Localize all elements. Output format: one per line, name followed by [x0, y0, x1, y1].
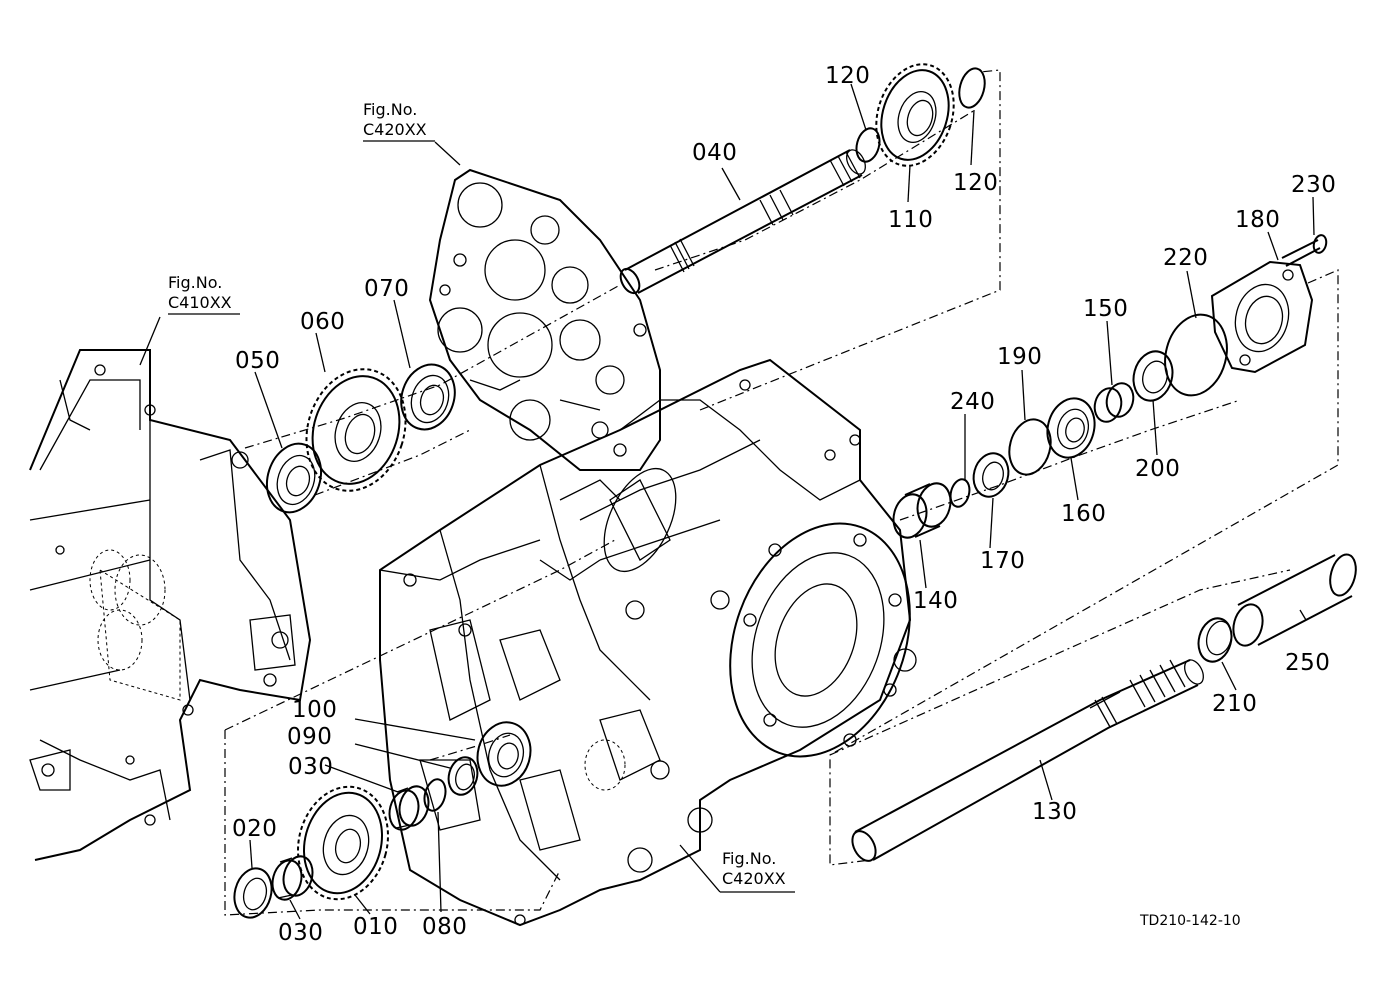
part-label-090: 090	[287, 724, 333, 750]
part-label-020: 020	[232, 816, 278, 842]
part-label-040: 040	[692, 140, 738, 166]
bearing-100	[476, 721, 532, 787]
part-label-190: 190	[997, 344, 1043, 370]
part-label-120-right: 120	[953, 170, 999, 196]
part-label-080: 080	[422, 914, 468, 940]
needle-bearing-140	[892, 482, 952, 539]
fig-ref-caption: Fig.No.	[363, 100, 418, 119]
part-label-210: 210	[1212, 691, 1258, 717]
leader-lines	[139, 83, 1315, 920]
drawing-code: TD210-142-10	[1140, 913, 1241, 929]
left-transmission-housing	[29, 349, 312, 861]
part-label-030-lower: 030	[278, 920, 324, 946]
gear-010	[297, 785, 389, 901]
main-transmission-case	[379, 358, 917, 927]
bolt-230	[1281, 234, 1328, 267]
part-label-100: 100	[292, 697, 338, 723]
middle-plate	[428, 168, 661, 471]
circlip-080	[423, 778, 447, 812]
seal-210	[1197, 617, 1233, 663]
fig-ref-code: C420XX	[722, 869, 786, 888]
part-label-240: 240	[950, 389, 996, 415]
gear-060	[305, 368, 407, 492]
part-label-070: 070	[364, 276, 410, 302]
fig-ref-code: C410XX	[168, 293, 232, 312]
washer-020	[233, 867, 273, 919]
fig-ref-c420xx-lower: Fig.No. C420XX	[722, 849, 786, 889]
upper-shaft-040	[619, 149, 866, 295]
fig-ref-caption: Fig.No.	[168, 273, 223, 292]
collar-150	[1093, 382, 1135, 423]
gear-110	[875, 63, 955, 167]
fig-ref-c420xx-upper: Fig.No. C420XX	[363, 100, 427, 140]
part-label-150: 150	[1083, 296, 1129, 322]
needle-bearing-030-lower	[271, 855, 314, 901]
bearing-050	[266, 442, 322, 514]
seal-090	[447, 756, 479, 796]
snap-ring-190	[1008, 418, 1052, 476]
part-label-220: 220	[1163, 245, 1209, 271]
pto-shaft-130	[851, 659, 1204, 862]
o-ring-220	[1164, 313, 1228, 397]
part-label-110: 110	[888, 207, 934, 233]
seal-200	[1132, 350, 1174, 402]
bearing-160	[1046, 397, 1096, 459]
part-label-180: 180	[1235, 207, 1281, 233]
housing-180	[1210, 260, 1314, 374]
part-label-050: 050	[235, 348, 281, 374]
part-label-230: 230	[1291, 172, 1337, 198]
circlip-240	[949, 478, 971, 508]
part-label-140: 140	[913, 588, 959, 614]
part-label-120-left: 120	[825, 63, 871, 89]
fig-ref-code: C420XX	[363, 120, 427, 139]
part-label-200: 200	[1135, 456, 1181, 482]
part-label-060: 060	[300, 309, 346, 335]
sleeve-250	[1232, 553, 1357, 647]
bearing-070	[400, 363, 456, 431]
circlip-120-pair	[855, 67, 986, 163]
fig-ref-caption: Fig.No.	[722, 849, 777, 868]
part-label-160: 160	[1061, 501, 1107, 527]
part-label-250: 250	[1285, 650, 1331, 676]
part-label-170: 170	[980, 548, 1026, 574]
fig-ref-c410xx: Fig.No. C410XX	[168, 273, 232, 313]
seal-170	[972, 452, 1010, 498]
part-label-130: 130	[1032, 799, 1078, 825]
part-label-010: 010	[353, 914, 399, 940]
part-label-030-upper: 030	[288, 754, 334, 780]
